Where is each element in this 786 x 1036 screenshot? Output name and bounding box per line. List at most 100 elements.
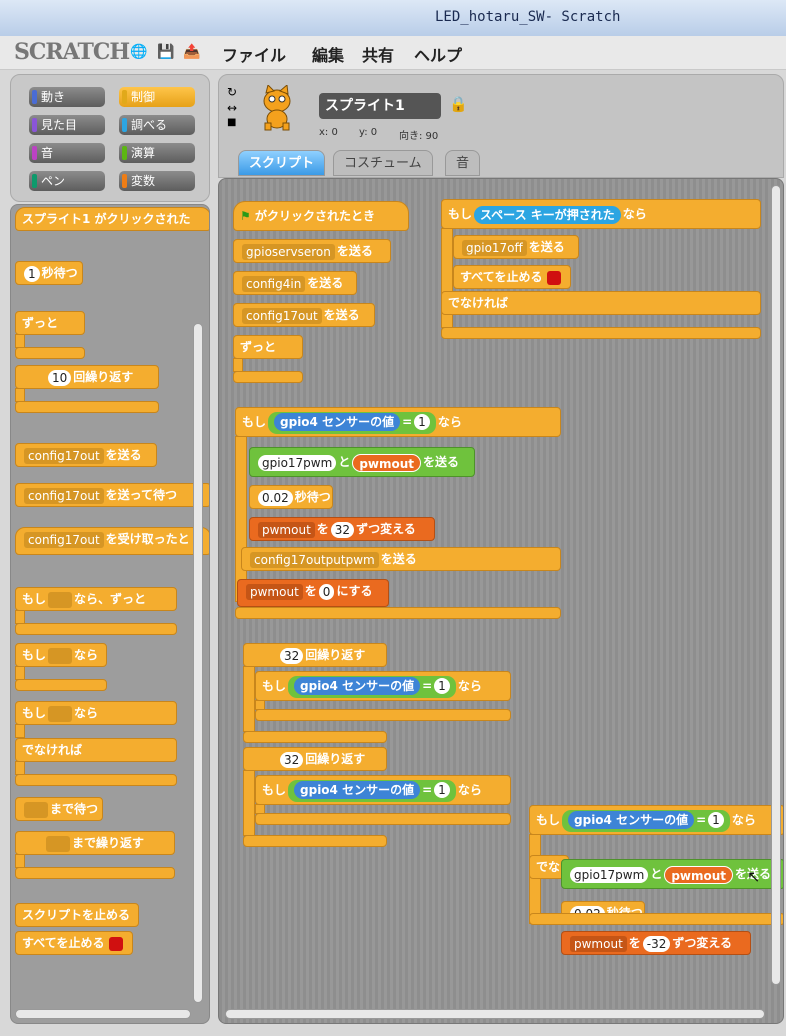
category-pen[interactable]: ペン [29,171,105,191]
palette-hscrollbar[interactable] [15,1009,191,1019]
sensor-reporter[interactable]: gpio4 センサーの値 [568,811,695,829]
equals-operator[interactable]: gpio4 センサーの値=1 [288,779,456,802]
share-icon[interactable]: 📤 [183,44,201,60]
sensor-dropdown[interactable]: gpio4 [280,415,318,429]
no-rotate-icon[interactable]: ■ [227,117,237,128]
palette-stop-script[interactable]: スクリプトを止める [15,903,139,927]
tab-scripts[interactable]: スクリプト [238,150,326,176]
tab-costumes[interactable]: コスチューム [333,150,433,176]
equals-operator[interactable]: gpio4 センサーの値=1 [288,675,456,698]
script-vscrollbar[interactable] [771,185,781,985]
menu-file[interactable]: ファイル [222,46,287,65]
broadcast-dropdown[interactable]: gpio17off [462,239,527,256]
num-slot[interactable]: 1 [434,782,450,798]
variable-reporter[interactable]: pwmout [352,453,422,472]
rotate-lr-icon[interactable]: ↔ [227,101,238,115]
category-control[interactable]: 制御 [119,87,195,107]
sensor-dropdown[interactable]: gpio4 [574,813,612,827]
num-slot[interactable]: 10 [48,369,72,386]
palette-hat-clicked[interactable]: スプライト1 がクリックされた [15,207,209,231]
palette-repeat-until[interactable]: まで繰り返す [15,831,175,855]
category-motion[interactable]: 動き [29,87,105,107]
lock-icon[interactable]: 🔒 [449,95,468,113]
broadcast-dropdown[interactable]: config17out [242,307,322,324]
sensor-reporter[interactable]: gpio4 センサーの値 [294,677,421,695]
sensor-dropdown[interactable]: gpio4 [300,679,338,693]
category-sound[interactable]: 音 [29,143,105,163]
variable-dropdown[interactable]: pwmout [570,935,627,952]
menu-help[interactable]: ヘルプ [414,46,463,65]
sprite-thumbnail[interactable] [257,84,297,131]
palette-if-forever[interactable]: もしなら、ずっと [15,587,177,611]
palette-scrollbar[interactable] [193,323,203,1003]
hex-slot[interactable] [48,647,73,664]
num-slot[interactable]: 1 [434,678,450,694]
num-slot[interactable]: 1 [24,265,40,282]
broadcast-dropdown[interactable]: config4in [242,275,306,292]
palette-if-else[interactable]: もしなら [15,701,177,725]
menu-edit[interactable]: 編集 [312,46,345,65]
key-pressed-reporter[interactable]: スペース キーが押された [474,205,621,224]
num-slot[interactable]: 32 [280,647,304,664]
sensor-reporter[interactable]: gpio4 センサーの値 [274,413,401,431]
key-dropdown[interactable]: スペース [480,207,527,222]
save-icon[interactable]: 💾 [157,44,175,60]
category-looks[interactable]: 見た目 [29,115,105,135]
forever-block[interactable]: ずっと [233,335,303,359]
num-slot[interactable]: -32 [642,935,671,952]
broadcast-dropdown[interactable]: config17out [24,531,104,548]
sensor-dropdown[interactable]: gpio4 [300,783,338,797]
text-slot[interactable]: gpio17pwm [258,454,337,471]
variable-dropdown[interactable]: pwmout [246,583,303,600]
globe-icon[interactable]: 🌐 [130,44,148,60]
num-slot[interactable]: 1 [414,414,430,430]
num-slot[interactable]: 0 [318,583,335,600]
menu-share[interactable]: 共有 [362,46,395,65]
tab-sounds[interactable]: 音 [445,150,481,176]
variable-reporter[interactable]: pwmout [664,865,734,884]
rotate-free-icon[interactable]: ↻ [227,85,238,99]
sensor-reporter[interactable]: gpio4 センサーの値 [294,781,421,799]
sprite-name-field[interactable]: スプライト1 [319,93,441,119]
palette-wait-until[interactable]: まで待つ [15,797,103,821]
category-sensing[interactable]: 調べる [119,115,195,135]
green-flag-hat[interactable]: ⚑ がクリックされたとき [233,201,409,231]
script-hscrollbar[interactable] [225,1009,765,1019]
broadcast-dropdown[interactable]: config17out [24,447,104,464]
category-variables[interactable]: 変数 [119,171,195,191]
num-slot[interactable]: 32 [280,751,304,768]
equals-operator[interactable]: gpio4 センサーの値=1 [268,411,436,434]
if-key-block[interactable]: もしスペース キーが押されたなら [441,199,761,229]
variable-dropdown[interactable]: pwmout [258,521,315,538]
hex-slot[interactable] [48,591,73,608]
num-slot[interactable]: 32 [330,521,355,538]
palette-if[interactable]: もしなら [15,643,107,667]
palette-forever[interactable]: ずっと [15,311,85,335]
text-slot[interactable]: gpio17pwm [570,866,649,883]
stop-all-block[interactable]: すべてを止める [453,265,571,289]
broadcast-dropdown[interactable]: gpioservseron [242,243,335,260]
broadcast-dropdown[interactable]: config17outputpwm [250,551,379,568]
num-slot[interactable]: 1 [708,812,724,828]
palette-stop-all[interactable]: すべてを止める [15,931,133,955]
equals-operator[interactable]: gpio4 センサーの値=1 [562,809,730,832]
